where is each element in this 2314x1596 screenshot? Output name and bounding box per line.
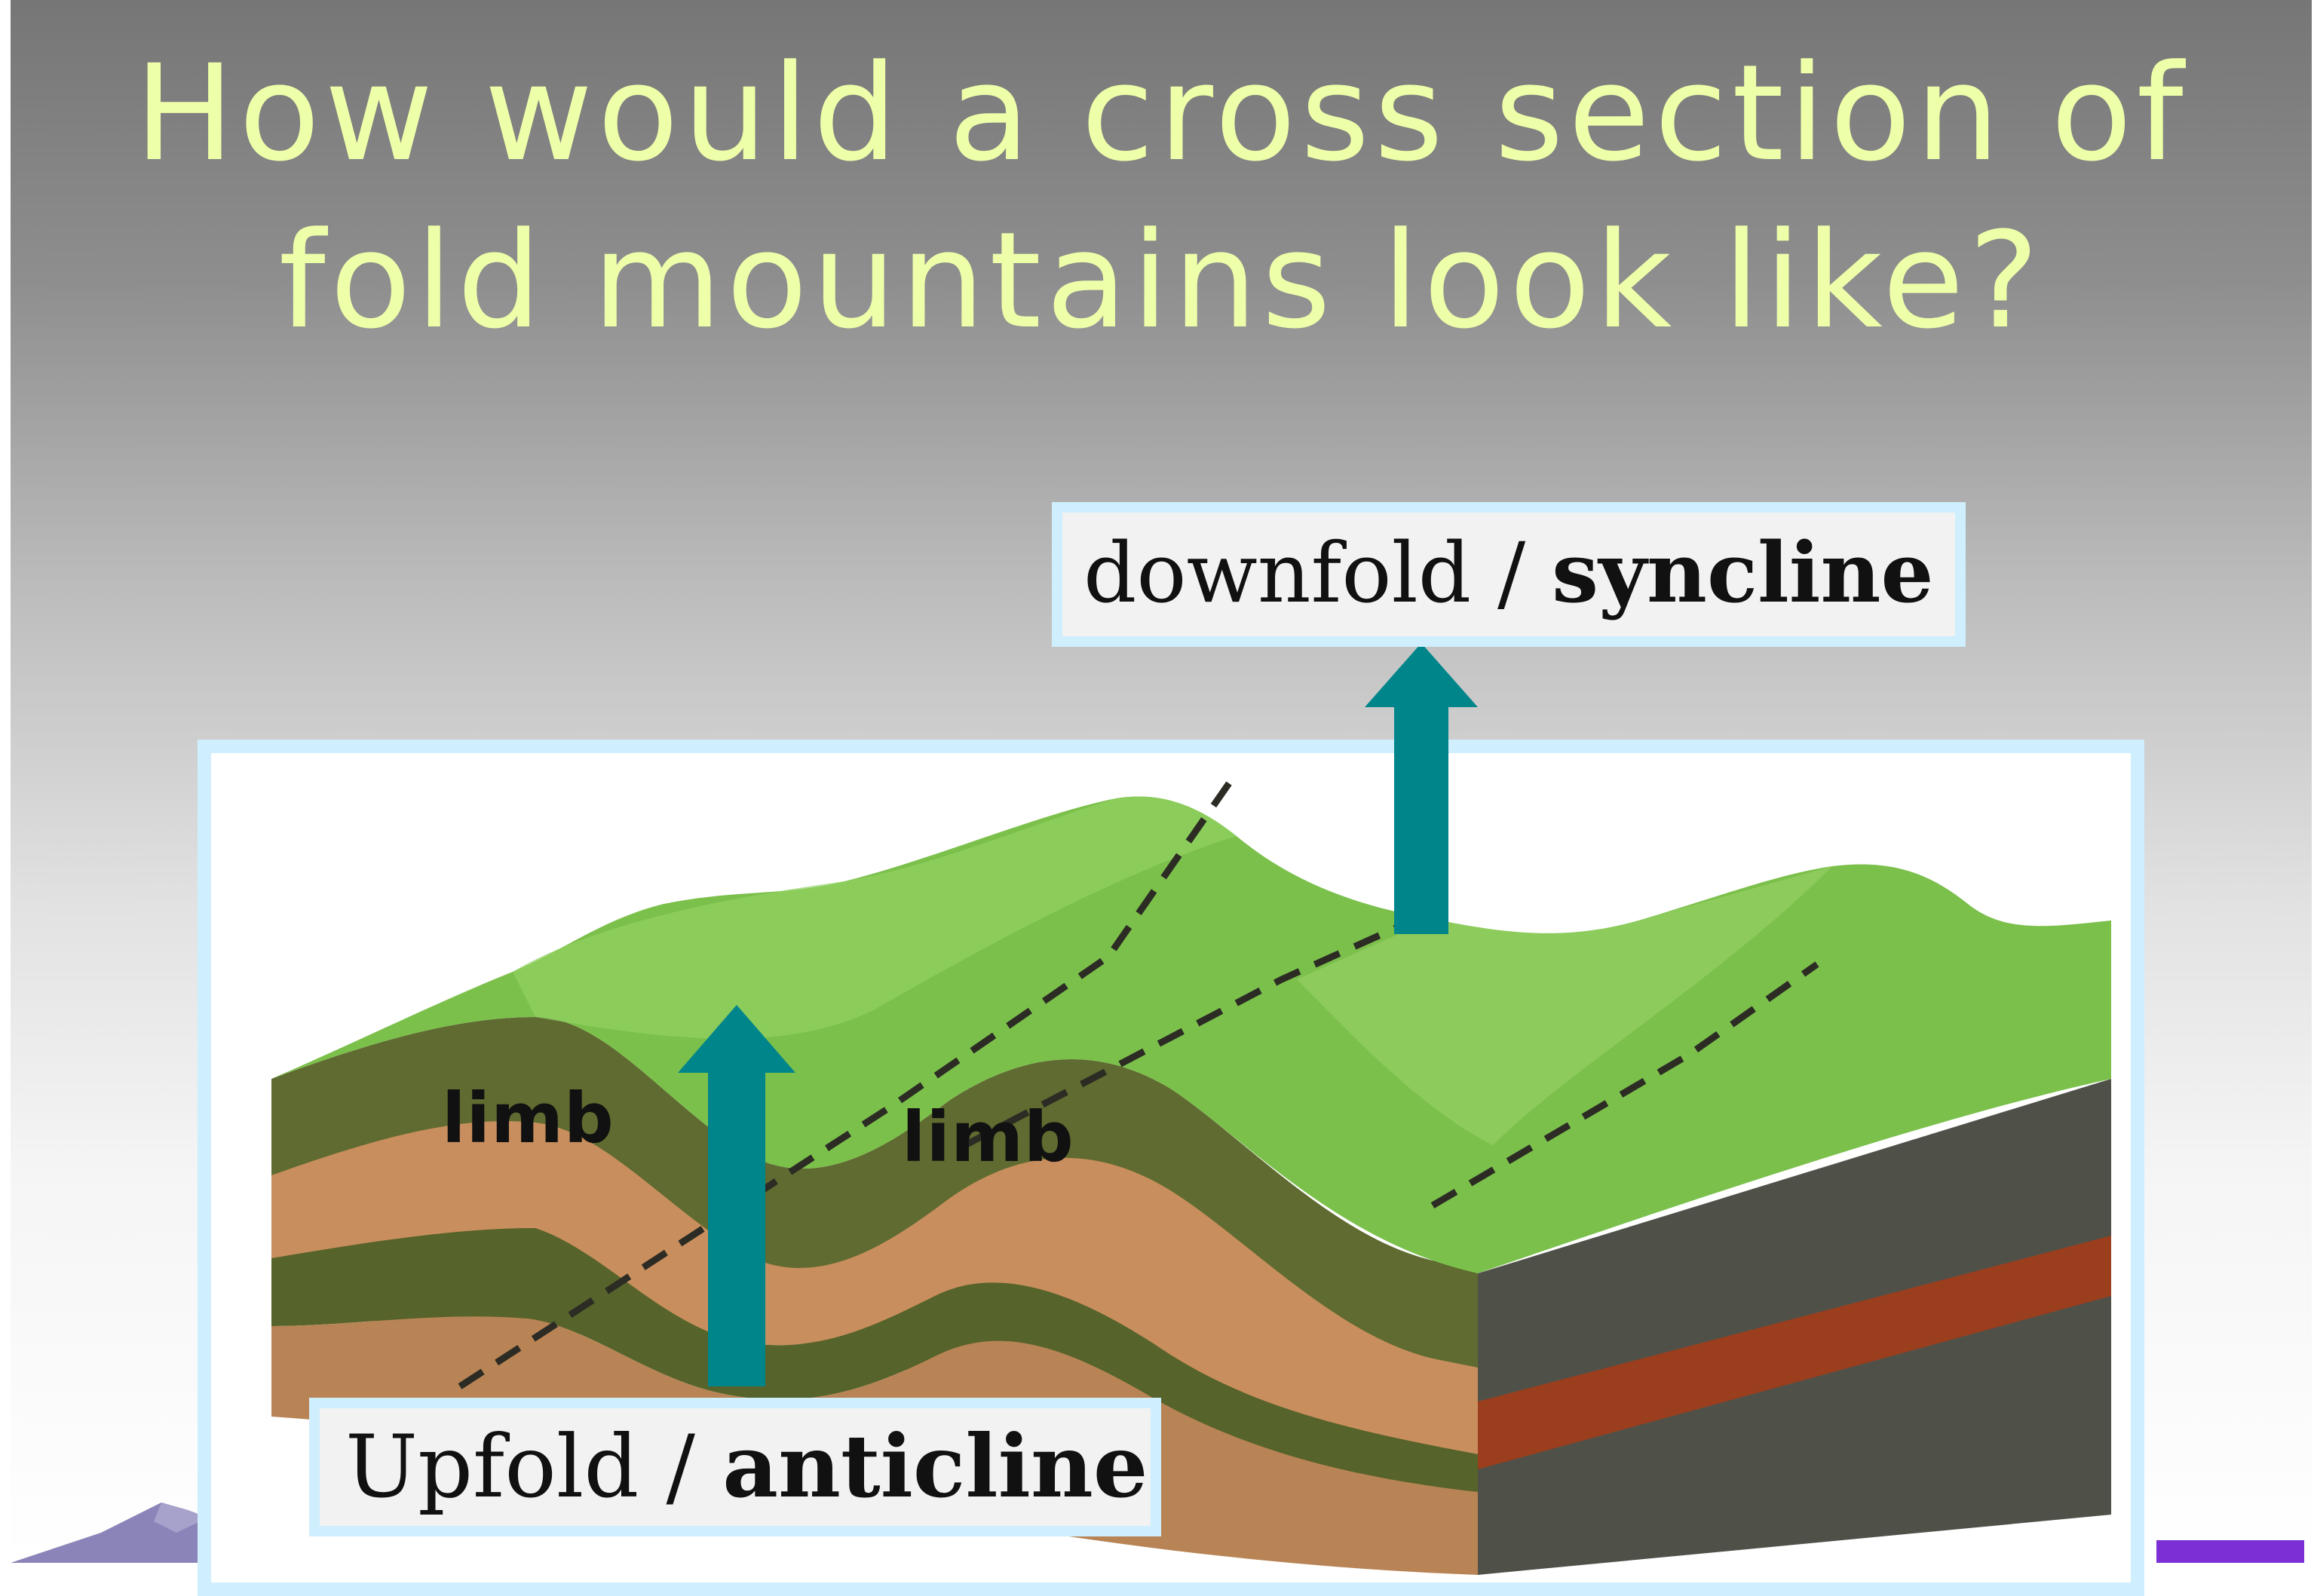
title-line-1: How would a cross section of xyxy=(134,36,2188,191)
up-arrow-icon xyxy=(1365,643,1478,934)
mountain-icon xyxy=(11,1503,214,1563)
title-line-2: fold mountains look like? xyxy=(278,204,2044,358)
limb-label-right: limb xyxy=(902,1097,1074,1178)
up-arrow-icon xyxy=(678,1005,795,1386)
anticline-label-bold: anticline xyxy=(722,1416,1148,1517)
syncline-label-bold: syncline xyxy=(1552,524,1934,621)
syncline-label-text: downfold / xyxy=(1083,525,1552,621)
anticline-label: Upfold / anticline xyxy=(309,1398,1161,1536)
syncline-label: downfold / syncline xyxy=(1052,502,1966,647)
corner-accent xyxy=(2156,1540,2304,1563)
anticline-label-text: Upfold / xyxy=(345,1417,723,1517)
fold-mountains-diagram xyxy=(198,740,2144,1596)
slide-title: How would a cross section of fold mounta… xyxy=(11,30,2312,365)
fold-block-illustration xyxy=(271,781,2111,1575)
limb-label-left: limb xyxy=(442,1078,615,1159)
